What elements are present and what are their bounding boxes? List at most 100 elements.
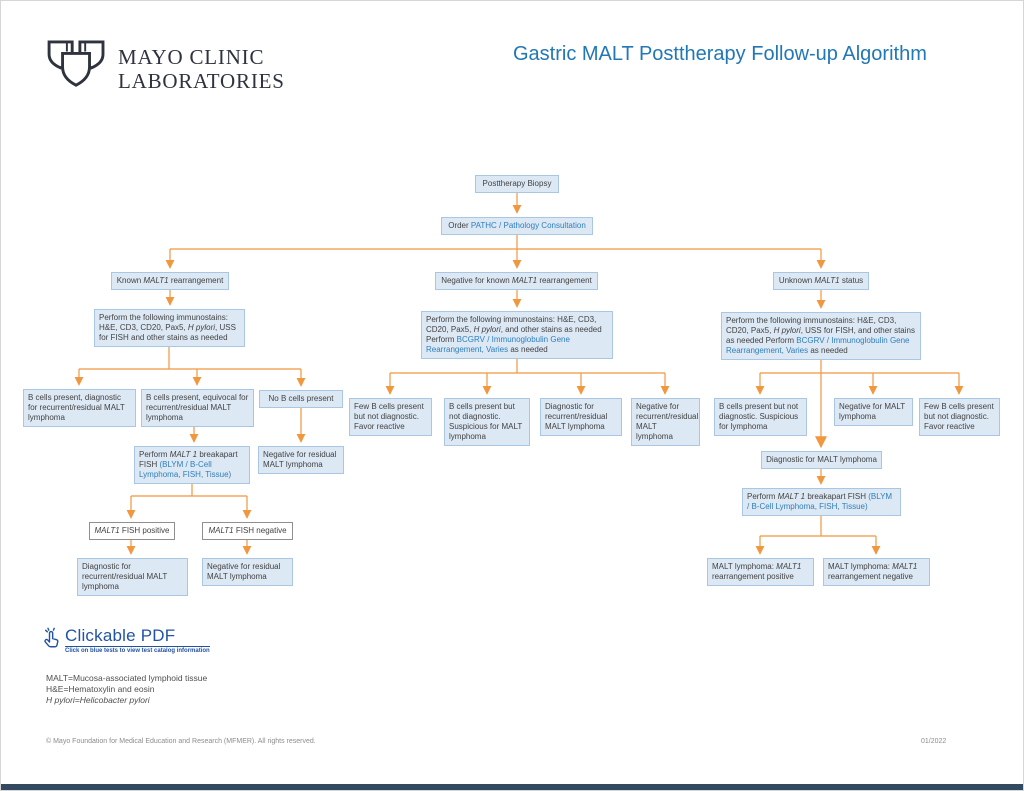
node-posttherapy-biopsy: Posttherapy Biopsy xyxy=(475,175,559,193)
node-negative-residual-malt: Negative for residual MALT lymphoma xyxy=(258,446,344,474)
text-segment: rearrangement xyxy=(537,276,592,285)
mayo-clinic-shields-logo-icon xyxy=(47,40,105,87)
text-segment: Unknown xyxy=(778,276,815,285)
node-bcells-suspicious-lymphoma: B cells present but not diagnostic. Susp… xyxy=(714,398,807,436)
text-segment: H pylori xyxy=(187,323,216,332)
text-segment: Few B cells present but not diagnostic. … xyxy=(924,402,994,431)
text-segment: No B cells present xyxy=(268,394,334,403)
node-diagnostic-recurrent-residual: Diagnostic for recurrent/residual MALT l… xyxy=(77,558,188,596)
text-segment: MALT1 xyxy=(776,562,802,571)
text-segment: rearrangement xyxy=(168,276,224,285)
text-segment: MALT1 xyxy=(143,276,169,285)
abbreviation-legend: MALT=Mucosa-associated lymphoid tissue H… xyxy=(46,673,207,706)
clickable-pdf-badge: Clickable PDF Click on blue tests to vie… xyxy=(41,627,210,654)
text-segment: FISH negative xyxy=(233,526,287,535)
text-segment: Diagnostic for recurrent/residual MALT l… xyxy=(545,402,608,431)
node-branch3-immunostains: Perform the following immunostains: H&E,… xyxy=(721,312,921,360)
test-link[interactable]: PATHC / Pathology Consultation xyxy=(470,221,586,230)
legend-malt: MALT=Mucosa-associated lymphoid tissue xyxy=(46,673,208,683)
text-segment: Perform xyxy=(139,450,170,459)
text-segment: Order xyxy=(448,221,471,230)
text-segment: breakapart FISH xyxy=(139,450,238,469)
node-bcells-suspicious-malt: B cells present but not diagnostic. Susp… xyxy=(444,398,530,446)
node-few-bcells-favor-reactive: Few B cells present but not diagnostic. … xyxy=(349,398,432,436)
text-segment: Perform the following immunostains: H&E,… xyxy=(426,315,597,334)
text-segment: B cells present but not diagnostic. Susp… xyxy=(719,402,799,431)
node-branch2-immunostains: Perform the following immunostains: H&E,… xyxy=(421,311,613,359)
node-few-bcells-favor-reactive-right: Few B cells present but not diagnostic. … xyxy=(919,398,1000,436)
text-segment: , USS for FISH and other stains as neede… xyxy=(99,323,236,342)
test-link[interactable]: (BLYM / B-Cell Lymphoma, FISH, Tissue) xyxy=(747,492,893,511)
text-segment: B cells present, equivocal for recurrent… xyxy=(146,393,249,422)
text-segment: B cells present, diagnostic for recurren… xyxy=(28,393,125,422)
clickable-pdf-caption: Click on blue tests to view test catalog… xyxy=(65,648,210,654)
node-diagnostic-malt-lymphoma: Diagnostic for MALT lymphoma xyxy=(761,451,882,469)
text-segment: Known xyxy=(116,276,144,285)
mayo-clinic-laboratories-wordmark: MAYO CLINIC LABORATORIES xyxy=(118,45,285,93)
text-segment: as needed xyxy=(808,346,848,355)
click-hand-icon xyxy=(44,627,59,648)
footer-bar xyxy=(1,784,1023,790)
node-malt1-rearrangement-positive: MALT lymphoma: MALT1 rearrangement posit… xyxy=(707,558,814,586)
text-segment: FISH positive xyxy=(119,526,170,535)
node-known-malt1-rearrangement: Known MALT1 rearrangement xyxy=(111,272,229,290)
node-negative-known-malt1: Negative for known MALT1 rearrangement xyxy=(435,272,598,290)
node-order-pathc: Order PATHC / Pathology Consultation xyxy=(441,217,593,235)
text-segment: Perform xyxy=(747,492,778,501)
text-segment: Negative for residual MALT lymphoma xyxy=(263,450,337,469)
text-segment: status xyxy=(839,276,864,285)
legend-hpylori: H pylori=Helicobacter pylori xyxy=(46,695,150,705)
node-branch1-breakapart-fish: Perform MALT 1 breakapart FISH (BLYM / B… xyxy=(134,446,250,484)
text-segment: MALT 1 xyxy=(777,492,806,501)
node-malt1-fish-negative: MALT1 FISH negative xyxy=(202,522,293,540)
node-negative-residual-malt2: Negative for residual MALT lymphoma xyxy=(202,558,293,586)
test-link[interactable]: BCGRV / Immunoglobulin Gene Rearrangemen… xyxy=(426,335,570,354)
text-segment: MALT1 xyxy=(892,562,918,571)
node-branch3-breakapart-fish: Perform MALT 1 breakapart FISH (BLYM / B… xyxy=(742,488,901,516)
page-title: Gastric MALT Posttherapy Follow-up Algor… xyxy=(513,43,927,65)
text-segment: H pylori xyxy=(473,325,501,334)
node-malt1-fish-positive: MALT1 FISH positive xyxy=(89,522,175,540)
text-segment: MALT1 xyxy=(511,276,538,285)
text-segment: MALT 1 xyxy=(169,450,198,459)
node-branch1-immunostains: Perform the following immunostains: H&E,… xyxy=(94,309,245,347)
text-segment: breakapart FISH xyxy=(805,492,869,501)
text-segment: MALT lymphoma: xyxy=(828,562,893,571)
node-negative-malt-lymphoma: Negative for MALT lymphoma xyxy=(834,398,913,426)
text-segment: Negative for residual MALT lymphoma xyxy=(207,562,281,581)
node-bcells-equivocal: B cells present, equivocal for recurrent… xyxy=(141,389,254,427)
text-segment: , and other stains as needed Perform xyxy=(426,325,602,344)
text-segment: Negative for recurrent/residual MALT lym… xyxy=(636,402,699,441)
node-bcells-diagnostic: B cells present, diagnostic for recurren… xyxy=(23,389,136,427)
text-segment: MALT1 xyxy=(94,526,120,535)
text-segment: rearrangement negative xyxy=(828,572,913,581)
test-link[interactable]: BCGRV / Immunoglobulin Gene Rearrangemen… xyxy=(726,336,910,355)
text-segment: Perform the following immunostains: H&E,… xyxy=(99,313,228,332)
text-segment: Negative for known xyxy=(441,276,512,285)
legend-he: H&E=Hematoxylin and eosin xyxy=(46,684,155,694)
text-segment: H pylori xyxy=(773,326,801,335)
node-diagnostic-recurrent-residual-mid: Diagnostic for recurrent/residual MALT l… xyxy=(540,398,622,436)
node-no-bcells: No B cells present xyxy=(259,390,343,408)
node-malt1-rearrangement-negative: MALT lymphoma: MALT1 rearrangement negat… xyxy=(823,558,930,586)
copyright-text: © Mayo Foundation for Medical Education … xyxy=(46,738,316,745)
node-negative-recurrent-residual-mid: Negative for recurrent/residual MALT lym… xyxy=(631,398,700,446)
clickable-pdf-label[interactable]: Clickable PDF xyxy=(65,627,210,647)
text-segment: Perform the following immunostains: H&E,… xyxy=(726,316,897,335)
node-unknown-malt1-status: Unknown MALT1 status xyxy=(773,272,869,290)
text-segment: MALT1 xyxy=(814,276,840,285)
text-segment: Diagnostic for MALT lymphoma xyxy=(766,455,877,464)
text-segment: Few B cells present but not diagnostic. … xyxy=(354,402,424,431)
text-segment: , USS for FISH, and other stains as need… xyxy=(726,326,915,345)
logo-line2: LABORATORIES xyxy=(118,69,285,93)
text-segment: MALT lymphoma: xyxy=(712,562,777,571)
text-segment: Diagnostic for recurrent/residual MALT l… xyxy=(82,562,168,591)
text-segment: Negative for MALT lymphoma xyxy=(839,402,905,421)
test-link[interactable]: (BLYM / B-Cell Lymphoma, FISH, Tissue) xyxy=(139,460,232,479)
revision-date: 01/2022 xyxy=(921,738,947,745)
text-segment: MALT1 xyxy=(208,526,234,535)
text-segment: Posttherapy Biopsy xyxy=(482,179,552,188)
text-segment: B cells present but not diagnostic. Susp… xyxy=(449,402,523,441)
logo-line1: MAYO CLINIC xyxy=(118,45,265,69)
